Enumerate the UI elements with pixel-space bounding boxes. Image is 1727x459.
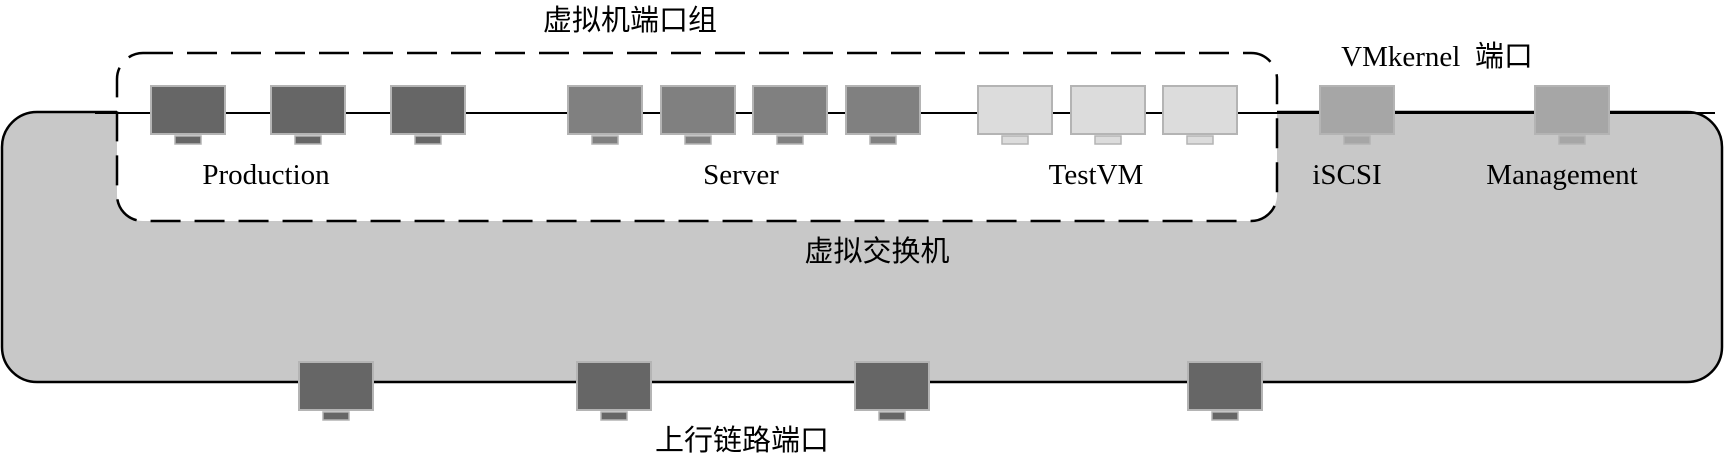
production-port-icon <box>270 85 346 145</box>
port-icons <box>150 85 1610 421</box>
management-label: Management <box>1486 159 1637 191</box>
uplink-ports-label: 上行链路端口 <box>655 424 829 457</box>
virtual-switch-label: 虚拟交换机 <box>804 235 949 268</box>
server-port-icon <box>752 85 828 145</box>
iscsi-port-icon <box>1319 85 1395 145</box>
production-port-icon <box>390 85 466 145</box>
uplink-port-icon <box>1187 361 1263 421</box>
testvm-label: TestVM <box>1049 159 1144 191</box>
testvm-port-icon <box>1162 85 1238 145</box>
production-port-icon <box>150 85 226 145</box>
testvm-port-icon <box>1070 85 1146 145</box>
management-port-icon <box>1534 85 1610 145</box>
server-port-icon <box>567 85 643 145</box>
vmkernel-port-label: VMkernel 端口 <box>1341 40 1533 73</box>
uplink-port-icon <box>854 361 930 421</box>
server-label: Server <box>703 159 779 191</box>
uplink-port-icon <box>576 361 652 421</box>
server-port-icon <box>660 85 736 145</box>
server-port-icon <box>845 85 921 145</box>
iscsi-label: iSCSI <box>1312 159 1381 191</box>
vm-port-group-label: 虚拟机端口组 <box>543 4 717 37</box>
uplink-port-icon <box>298 361 374 421</box>
testvm-port-icon <box>977 85 1053 145</box>
production-label: Production <box>202 159 330 191</box>
